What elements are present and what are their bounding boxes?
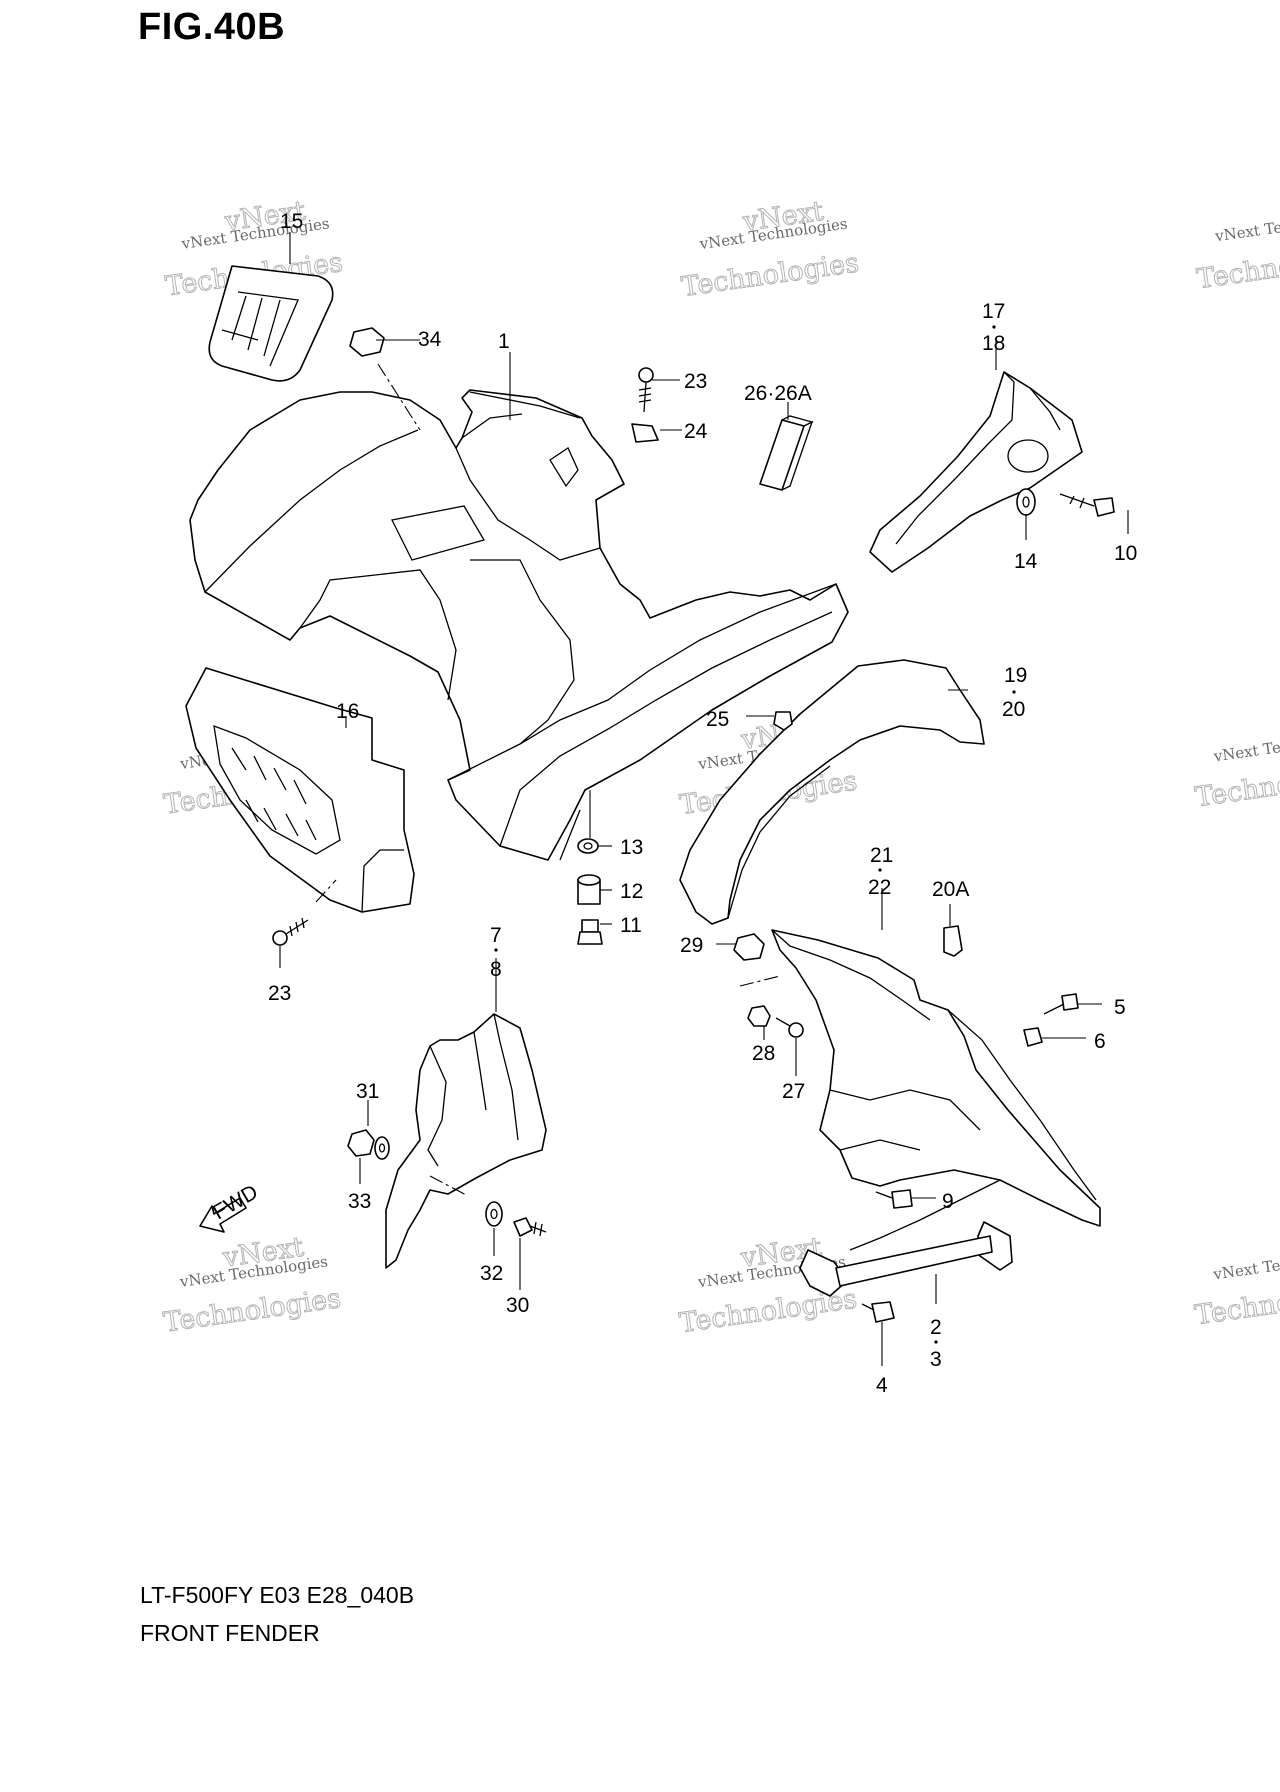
part-inner-fender-21: [771, 929, 1101, 1251]
callout-10: 10: [1114, 542, 1137, 565]
watermark-text: vNext Technologies: [1211, 1245, 1280, 1284]
fwd-label: FWD: [209, 1180, 262, 1224]
watermark-text: Technologies: [1195, 240, 1280, 296]
callout-28: 28: [752, 1042, 775, 1065]
part-side-panel-16: [185, 667, 415, 913]
callout-4: 4: [876, 1374, 888, 1397]
callout-labels: 15 34 1 23 24 26·26A 17 18 14 10 19 20 1…: [268, 210, 1137, 1397]
part-washer-13: [577, 838, 599, 854]
callout-23-left: 23: [268, 982, 291, 1005]
part-screw-23-top: [638, 367, 654, 413]
callout-13: 13: [620, 836, 643, 859]
part-clip-24: [631, 423, 659, 443]
part-bolt-5: [1043, 993, 1079, 1015]
callout-29: 29: [680, 934, 703, 957]
callout-20: 20: [1002, 698, 1025, 721]
watermark-text: Technologies: [1193, 758, 1280, 814]
callout-1: 1: [498, 330, 510, 353]
part-screw-23-left: [272, 917, 309, 946]
part-nut-33: [347, 1129, 375, 1157]
part-stay-2: [799, 1221, 1013, 1297]
callout-27: 27: [782, 1080, 805, 1103]
callout-22: 22: [868, 876, 891, 899]
watermark-text: Technologies: [1193, 1276, 1280, 1332]
part-bolt-4: [861, 1301, 895, 1323]
callout-21: 21: [870, 844, 893, 867]
callout-5: 5: [1114, 996, 1126, 1019]
leader-lines: [279, 232, 1129, 1366]
callout-11: 11: [620, 914, 642, 937]
part-fender-extension-19: [679, 659, 985, 925]
callout-6: 6: [1094, 1030, 1106, 1053]
callout-33: 33: [348, 1190, 371, 1213]
callout-24: 24: [684, 420, 708, 443]
part-collar-12: [577, 874, 601, 905]
callout-2: 2: [930, 1316, 942, 1339]
watermark-text: vNext Technologies: [1212, 727, 1280, 766]
figure-title: FIG.40B: [138, 6, 286, 48]
callout-9: 9: [942, 1190, 954, 1213]
model-code: LT-F500FY E03 E28_040B: [140, 1582, 415, 1608]
callout-23-top: 23: [684, 370, 707, 393]
callout-7: 7: [490, 924, 502, 947]
callout-30: 30: [506, 1294, 529, 1317]
part-nut-6: [1023, 1027, 1043, 1047]
callout-26-26a: 26·26A: [744, 382, 812, 405]
watermark-text: vNext Technologies: [1213, 207, 1280, 246]
callout-15: 15: [280, 210, 303, 233]
part-bolt-11: [577, 919, 603, 945]
watermark-text: Technologies: [680, 247, 861, 303]
callout-32: 32: [480, 1262, 503, 1285]
callout-25: 25: [706, 708, 729, 731]
part-bracket-17: [869, 371, 1083, 573]
callout-8: 8: [490, 958, 502, 981]
part-cover-pad: [208, 265, 334, 382]
part-clip-25: [773, 711, 793, 731]
part-nut-34: [349, 327, 385, 357]
part-bolt-9: [875, 1189, 913, 1209]
callout-20a: 20A: [932, 878, 969, 901]
part-bolt-27: [775, 1017, 804, 1038]
callout-34: 34: [418, 328, 442, 351]
callout-18: 18: [982, 332, 1005, 355]
part-front-fender-main: [189, 389, 849, 861]
fwd-arrow-icon: FWD: [199, 1180, 262, 1233]
callout-17: 17: [982, 300, 1005, 323]
part-washer-31: [374, 1136, 390, 1160]
callout-12: 12: [620, 880, 643, 903]
part-name: FRONT FENDER: [140, 1620, 320, 1646]
callout-14: 14: [1014, 550, 1038, 573]
watermark-text: Technologies: [162, 1283, 343, 1339]
callout-19: 19: [1004, 664, 1027, 687]
callout-31: 31: [356, 1080, 379, 1103]
part-washer-32: [485, 1201, 503, 1227]
part-mud-guard-7: [385, 1013, 547, 1269]
part-nut-29: [733, 933, 765, 961]
callout-16: 16: [336, 700, 359, 723]
part-nut-28: [747, 1005, 771, 1027]
part-screw-30: [513, 1217, 547, 1237]
part-rubber-block-26: [759, 415, 814, 491]
callout-3: 3: [930, 1348, 942, 1371]
callout-separators: [494, 325, 1016, 1344]
part-washer-14: [1016, 488, 1036, 516]
part-bracket-20a: [943, 925, 963, 957]
part-bolt-10: [1059, 493, 1115, 517]
